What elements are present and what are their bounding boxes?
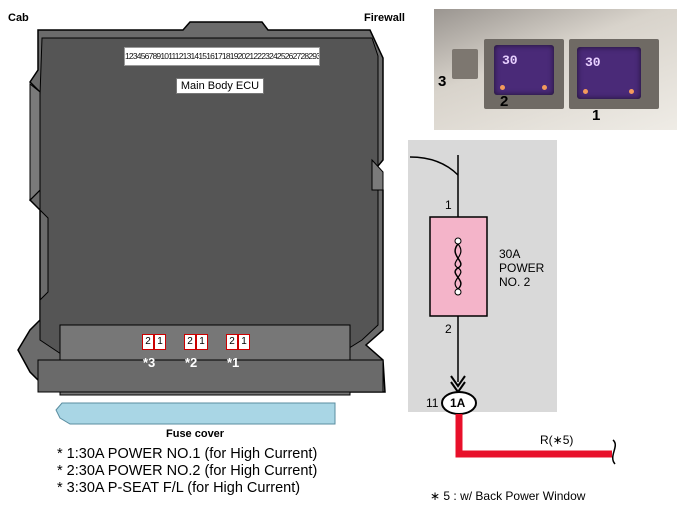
cab-label: Cab (8, 12, 29, 24)
photo-fuse-right: 30 (577, 47, 641, 99)
connector-pin-strip: 1234567891011121314151617181920212223242… (124, 47, 320, 66)
photo-fuse-pad (542, 85, 547, 90)
photo-number-1: 1 (592, 107, 601, 124)
fuse-slot-1-label: *1 (227, 355, 240, 370)
ecu-name-label: Main Body ECU (176, 78, 264, 94)
ecu-bottom-ledge (37, 359, 384, 393)
fuse-slot-2: 2 1 (184, 334, 208, 350)
fuse-slot-3-pin-2: 2 (142, 334, 154, 350)
photo-fuse-pad (500, 85, 505, 90)
wire-color-label: R(∗5) (540, 433, 574, 447)
fuse-terminal-top (454, 237, 462, 245)
photo-fuse-left-text: 30 (502, 53, 518, 68)
fuse-icon (429, 216, 488, 317)
legend-item-2: * 2:30A POWER NO.2 (for High Current) (57, 463, 318, 479)
photo-fuse-left: 30 (494, 45, 554, 95)
connector-pin-label: 11 (426, 396, 439, 410)
wire-top-bend (409, 156, 459, 176)
legend-item-1: * 1:30A POWER NO.1 (for High Current) (57, 446, 318, 462)
fuse-slot-3-label: *3 (143, 355, 156, 370)
fuse-cover (55, 402, 336, 425)
fuse-label-line3: NO. 2 (499, 275, 531, 289)
ecu-right-rail (371, 158, 384, 191)
connector-id-label: 1A (450, 396, 466, 410)
fuse-legend: * 1:30A POWER NO.1 (for High Current) * … (57, 446, 317, 497)
legend-item-3: * 3:30A P-SEAT F/L (for High Current) (57, 480, 301, 496)
photo-number-2: 2 (500, 93, 509, 110)
wire-red (455, 414, 612, 458)
fuse-terminal-bottom (454, 288, 462, 296)
photo-fuse-right-text: 30 (585, 55, 601, 70)
pin-bottom-label: 2 (445, 322, 452, 336)
firewall-label: Firewall (364, 12, 405, 24)
footnote: ∗ 5 : w/ Back Power Window (430, 489, 586, 503)
fuse-slot-2-pin-1: 1 (196, 334, 208, 350)
fuse-photo: 30 30 3 2 1 (434, 9, 677, 130)
fuse-cover-label: Fuse cover (166, 428, 225, 440)
fuse-slot-1-pin-1: 1 (238, 334, 250, 350)
fuse-slot-2-pin-2: 2 (184, 334, 196, 350)
fuse-label-line2: POWER (499, 261, 545, 275)
fuse-slot-3: 2 1 (142, 334, 166, 350)
photo-slot-3 (452, 49, 478, 79)
photo-fuse-pad (583, 89, 588, 94)
fuse-slot-1-pin-2: 2 (226, 334, 238, 350)
fuse-slot-1: 2 1 (226, 334, 250, 350)
photo-number-3: 3 (438, 73, 447, 90)
fuse-label-line1: 30A (499, 247, 521, 261)
wire-break-icon (611, 439, 617, 465)
fuse-slot-3-pin-1: 1 (154, 334, 166, 350)
fuse-element-2 (454, 243, 462, 290)
fuse-slot-2-label: *2 (185, 355, 198, 370)
ecu-left-rail (29, 82, 41, 202)
pin-top-label: 1 (445, 198, 452, 212)
photo-fuse-pad (629, 89, 634, 94)
